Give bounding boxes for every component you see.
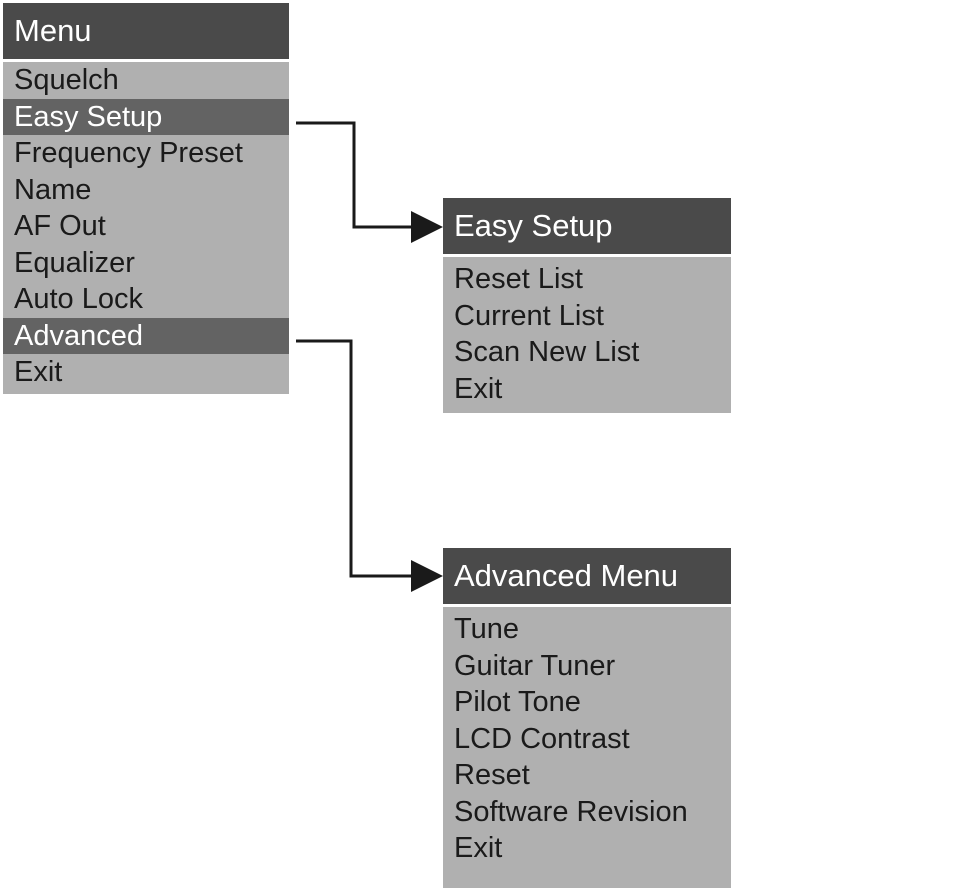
easy-setup-connector bbox=[296, 121, 443, 243]
main-menu-item-auto-lock[interactable]: Auto Lock bbox=[14, 283, 143, 315]
advanced-menu-panel: Advanced Menu Tune Guitar Tuner Pilot To… bbox=[443, 548, 731, 888]
main-menu-panel: Menu Squelch Easy Setup Frequency Preset… bbox=[3, 3, 289, 394]
easy-setup-connector-line bbox=[296, 121, 417, 229]
advanced-connector bbox=[296, 339, 443, 592]
easy-setup-title: Easy Setup bbox=[443, 198, 731, 254]
main-menu-title: Menu bbox=[3, 3, 289, 59]
main-menu-item-name[interactable]: Name bbox=[14, 173, 92, 206]
main-menu-item-frequency-preset[interactable]: Frequency Preset bbox=[14, 137, 243, 169]
easy-setup-item-exit[interactable]: Exit bbox=[454, 372, 503, 405]
advanced-menu-title: Advanced Menu bbox=[443, 548, 731, 604]
easy-setup-panel: Easy Setup Reset List Current List Scan … bbox=[443, 198, 731, 413]
advanced-menu-item-reset[interactable]: Reset bbox=[454, 759, 530, 791]
easy-setup-item-scan-new-list[interactable]: Scan New List bbox=[454, 336, 640, 368]
main-menu-list: Squelch Easy Setup Frequency Preset Name… bbox=[3, 62, 289, 394]
advanced-menu-item-exit[interactable]: Exit bbox=[454, 832, 503, 864]
advanced-menu-item-tune[interactable]: Tune bbox=[454, 613, 520, 645]
main-menu-item-exit[interactable]: Exit bbox=[14, 356, 63, 388]
main-menu-item-equalizer[interactable]: Equalizer bbox=[14, 246, 135, 279]
easy-setup-list: Reset List Current List Scan New List Ex… bbox=[443, 257, 731, 413]
advanced-menu-item-lcd-contrast[interactable]: LCD Contrast bbox=[454, 722, 630, 755]
main-menu-item-squelch[interactable]: Squelch bbox=[14, 64, 119, 96]
main-menu-item-advanced[interactable]: Advanced bbox=[3, 317, 289, 354]
easy-setup-arrowhead-icon bbox=[411, 211, 443, 243]
advanced-menu-item-guitar-tuner[interactable]: Guitar Tuner bbox=[454, 649, 616, 682]
main-menu-item-af-out[interactable]: AF Out bbox=[14, 210, 106, 242]
advanced-menu-list: Tune Guitar Tuner Pilot Tone LCD Contras… bbox=[443, 607, 731, 888]
advanced-menu-item-software-revision[interactable]: Software Revision bbox=[454, 795, 688, 828]
advanced-arrowhead-icon bbox=[411, 560, 443, 592]
advanced-menu-item-pilot-tone[interactable]: Pilot Tone bbox=[454, 686, 581, 718]
advanced-connector-line bbox=[296, 339, 417, 578]
easy-setup-item-current-list[interactable]: Current List bbox=[454, 299, 604, 332]
easy-setup-item-reset-list[interactable]: Reset List bbox=[454, 263, 583, 295]
main-menu-item-easy-setup[interactable]: Easy Setup bbox=[3, 98, 289, 135]
